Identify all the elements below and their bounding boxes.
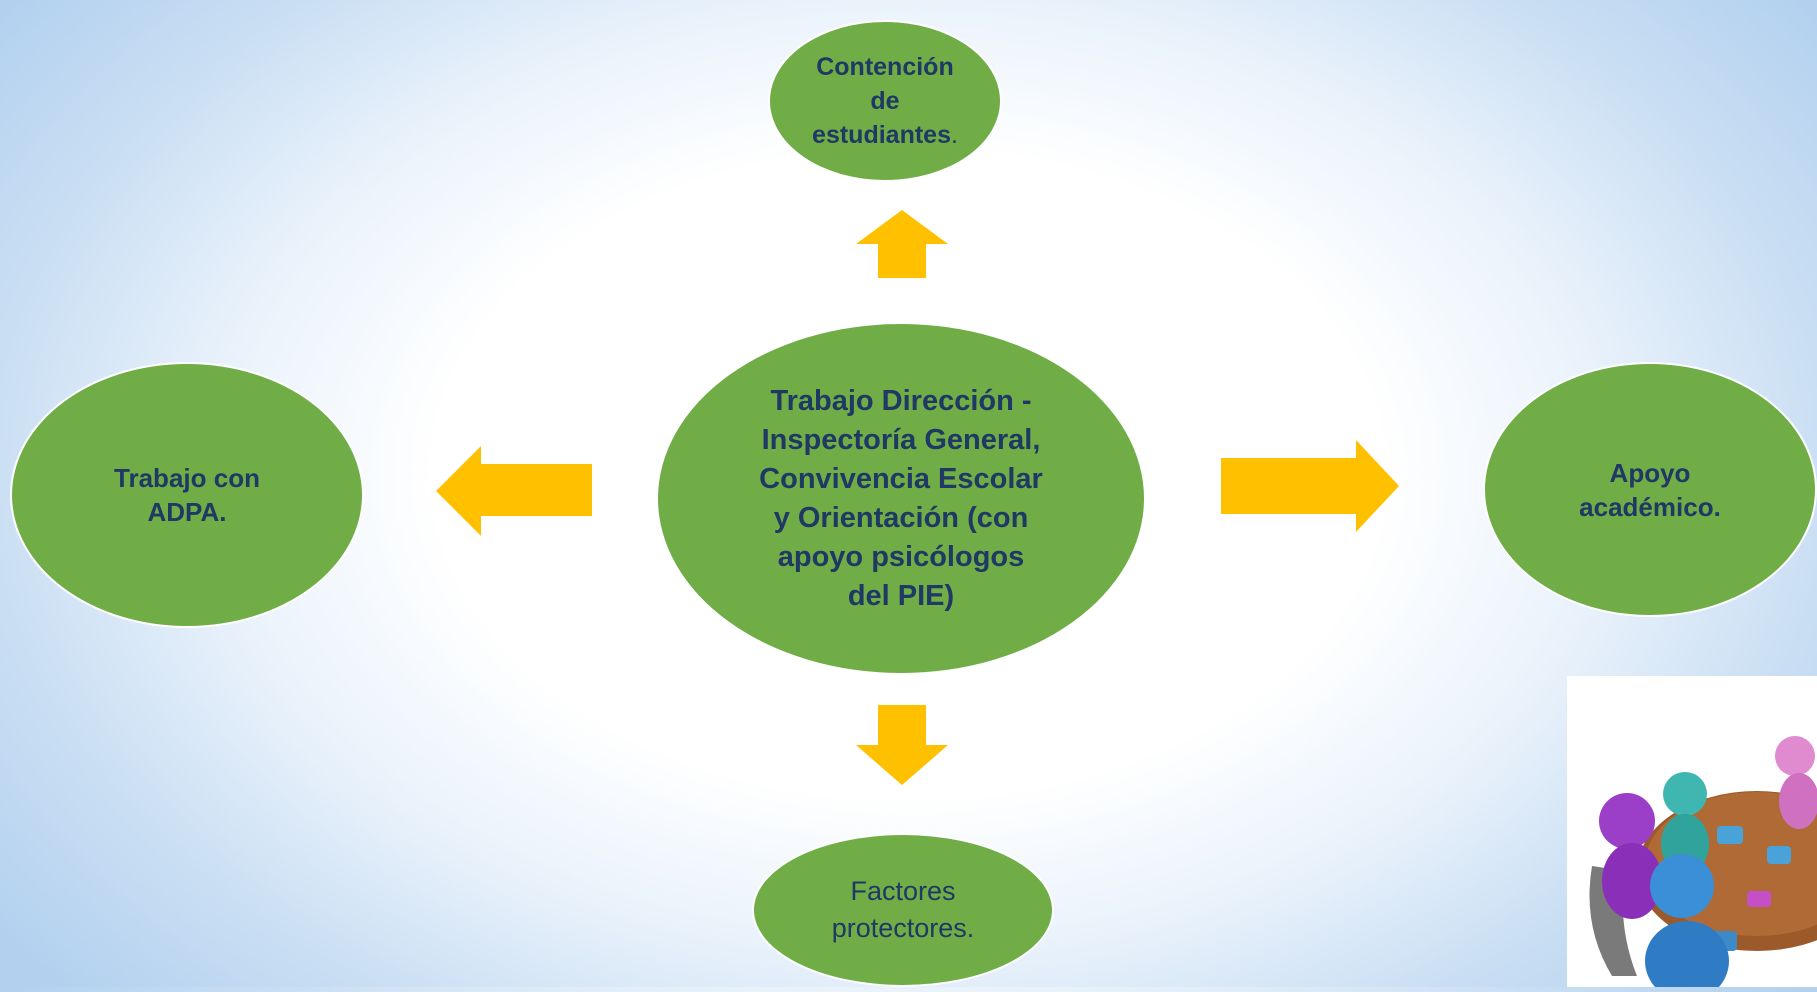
central-node-line: Inspectoría General,	[761, 423, 1041, 456]
arrow-down-icon	[856, 705, 948, 785]
right-node-line: Apoyo	[1609, 457, 1691, 488]
central-node-line: del PIE)	[847, 579, 955, 612]
central-node-line: apoyo psicólogos	[777, 540, 1025, 573]
team-meeting-illustration	[1567, 676, 1817, 992]
central-node: Trabajo Dirección - Inspectoría General,…	[656, 322, 1146, 675]
central-node-line: Trabajo Dirección -	[770, 384, 1032, 417]
arrow-up-icon	[856, 210, 948, 278]
right-node-line: académico.	[1579, 491, 1721, 522]
team-meeting-puzzle-icon	[1589, 736, 1817, 992]
left-node-line: ADPA.	[147, 497, 227, 527]
left-node: Trabajo con ADPA.	[10, 362, 364, 628]
top-node: Contención de estudiantes.	[768, 20, 1002, 182]
top-node-line: estudiantes.	[812, 118, 958, 152]
arrow-right-icon	[1221, 440, 1399, 532]
arrow-left-icon	[436, 446, 592, 536]
top-node-line: de	[870, 87, 900, 115]
top-node-punctuation: .	[950, 121, 958, 149]
top-node-line: Contención	[816, 53, 954, 81]
left-node-line: Trabajo con	[114, 463, 260, 493]
bottom-node: Factores protectores.	[752, 833, 1054, 987]
central-node-line: y Orientación (con	[773, 501, 1029, 534]
top-node-bold-word: estudiantes	[812, 121, 951, 149]
bottom-node-line: protectores.	[831, 913, 975, 943]
bottom-node-line: Factores	[850, 876, 956, 906]
right-node: Apoyo académico.	[1483, 362, 1817, 617]
central-node-line: Convivencia Escolar	[759, 462, 1043, 495]
